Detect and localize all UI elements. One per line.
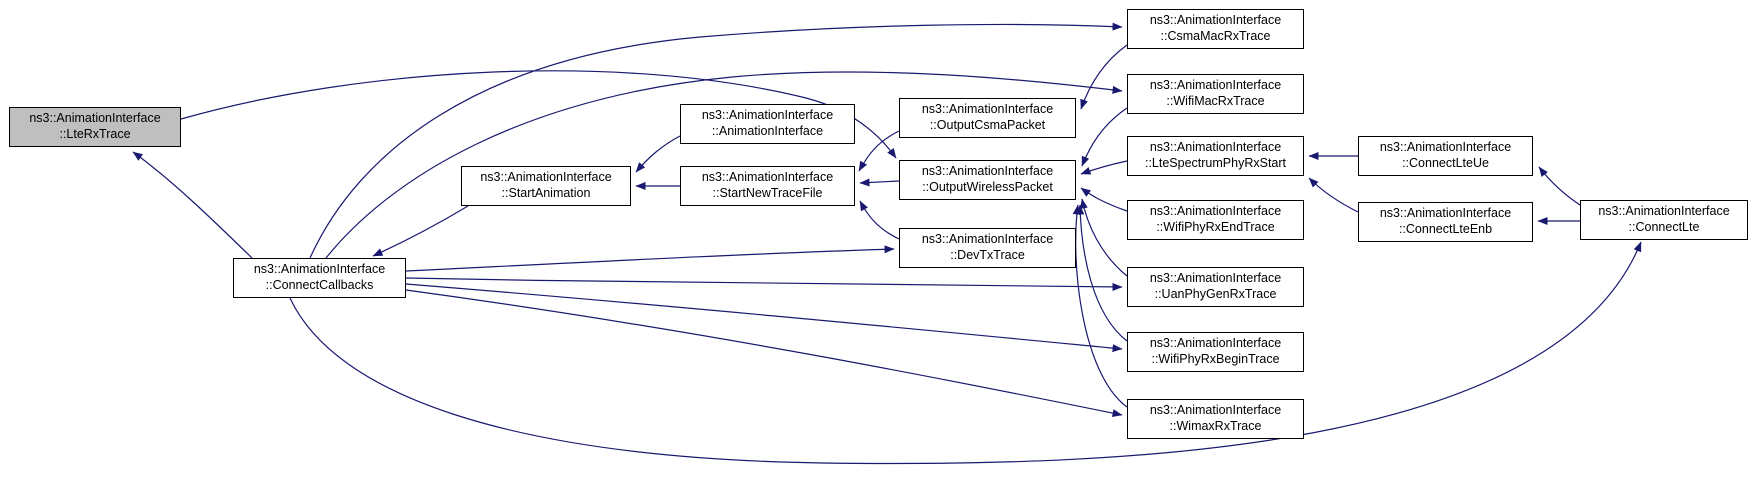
node-label-class: ns3::AnimationInterface	[1379, 140, 1512, 155]
edge-wifi-mac-rx-trace--output-wireless-packet	[1081, 107, 1128, 167]
edge-output-wireless-packet--start-new-trace-file	[859, 178, 900, 187]
node-label-function: ::OutputCsmaPacket	[929, 118, 1046, 132]
node-label-function: ::OutputWirelessPacket	[922, 180, 1053, 194]
node-csma-mac-rx-trace[interactable]: ns3::AnimationInterface::CsmaMacRxTrace	[1127, 9, 1304, 49]
node-label-function: ::WifiMacRxTrace	[1166, 94, 1265, 108]
node-label-function: ::WifiPhyRxEndTrace	[1156, 220, 1275, 234]
node-connect-lte-enb[interactable]: ns3::AnimationInterface::ConnectLteEnb	[1358, 202, 1533, 242]
edge-connect-lte--connect-lte-ue	[1538, 166, 1581, 206]
edge-output-csma-packet--start-new-trace-file	[858, 130, 900, 172]
edge-connect-callbacks--connect-lte	[289, 241, 1642, 465]
node-wimax-rx-trace[interactable]: ns3::AnimationInterface::WimaxRxTrace	[1127, 399, 1304, 439]
node-label-function: ::StartNewTraceFile	[712, 186, 823, 200]
node-label-class: ns3::AnimationInterface	[1149, 403, 1282, 418]
node-label-class: ns3::AnimationInterface	[1149, 271, 1282, 286]
node-connect-callbacks[interactable]: ns3::AnimationInterface::ConnectCallback…	[233, 258, 406, 298]
node-label-function: ::UanPhyGenRxTrace	[1154, 287, 1277, 301]
node-label-function: ::LteSpectrumPhyRxStart	[1144, 156, 1287, 170]
node-animation-interface[interactable]: ns3::AnimationInterface::AnimationInterf…	[680, 104, 855, 144]
node-label-class: ns3::AnimationInterface	[1379, 206, 1512, 221]
node-label-function: ::ConnectCallbacks	[265, 278, 374, 292]
node-lte-spectrum-phy-rx-start[interactable]: ns3::AnimationInterface::LteSpectrumPhyR…	[1127, 136, 1304, 176]
edge-csma-mac-rx-trace--output-csma-packet	[1080, 44, 1128, 110]
node-connect-lte[interactable]: ns3::AnimationInterface::ConnectLte	[1580, 200, 1748, 240]
node-output-wireless-packet[interactable]: ns3::AnimationInterface::OutputWirelessP…	[899, 160, 1076, 200]
node-label-class: ns3::AnimationInterface	[1149, 336, 1282, 351]
node-label-class: ns3::AnimationInterface	[921, 232, 1054, 247]
node-wifi-phy-rx-end-trace[interactable]: ns3::AnimationInterface::WifiPhyRxEndTra…	[1127, 200, 1304, 240]
node-label-function: ::CsmaMacRxTrace	[1160, 29, 1271, 43]
node-label-class: ns3::AnimationInterface	[1149, 140, 1282, 155]
edge-wifi-phy-rx-end-trace--output-wireless-packet	[1080, 187, 1128, 212]
node-connect-lte-ue[interactable]: ns3::AnimationInterface::ConnectLteUe	[1358, 136, 1533, 176]
edge-connect-callbacks--dev-tx-trace	[405, 245, 895, 272]
node-uan-phy-gen-rx-trace[interactable]: ns3::AnimationInterface::UanPhyGenRxTrac…	[1127, 267, 1304, 307]
node-label-function: ::WimaxRxTrace	[1169, 419, 1262, 433]
node-label-class: ns3::AnimationInterface	[29, 111, 161, 126]
edge-wimax-rx-trace--output-wireless-packet	[1072, 204, 1128, 408]
node-label-class: ns3::AnimationInterface	[480, 170, 612, 185]
node-lte-rx-trace: ns3::AnimationInterface::LteRxTrace	[9, 107, 181, 147]
node-start-new-trace-file[interactable]: ns3::AnimationInterface::StartNewTraceFi…	[680, 166, 855, 206]
edge-start-animation--connect-callbacks	[372, 205, 469, 257]
edge-connect-lte-enb--lte-spectrum-phy-rx-start	[1308, 177, 1359, 213]
node-wifi-phy-rx-begin-trace[interactable]: ns3::AnimationInterface::WifiPhyRxBeginT…	[1127, 332, 1304, 372]
edge-connect-callbacks--uan-phy-gen-rx-trace	[405, 277, 1123, 291]
node-wifi-mac-rx-trace[interactable]: ns3::AnimationInterface::WifiMacRxTrace	[1127, 74, 1304, 114]
node-label-class: ns3::AnimationInterface	[1598, 204, 1730, 219]
edge-connect-callbacks--lte-rx-trace	[132, 151, 253, 259]
edge-lte-rx-trace--output-wireless-packet	[180, 70, 897, 159]
node-label-function: ::ConnectLteEnb	[1398, 222, 1493, 236]
edge-connect-callbacks--csma-mac-rx-trace	[309, 22, 1123, 259]
node-label-function: ::AnimationInterface	[711, 124, 824, 138]
node-label-class: ns3::AnimationInterface	[1149, 78, 1282, 93]
node-label-class: ns3::AnimationInterface	[921, 164, 1054, 179]
edge-connect-callbacks--wifi-phy-rx-begin-trace	[405, 283, 1123, 353]
node-label-function: ::StartAnimation	[501, 186, 591, 200]
node-label-function: ::ConnectLte	[1628, 220, 1700, 234]
node-label-class: ns3::AnimationInterface	[701, 108, 834, 123]
node-label-function: ::WifiPhyRxBeginTrace	[1151, 352, 1280, 366]
node-label-function: ::LteRxTrace	[59, 127, 131, 141]
edge-connect-callbacks--wifi-mac-rx-trace	[325, 71, 1123, 259]
edge-connect-callbacks--wimax-rx-trace	[405, 289, 1123, 418]
edge-uan-phy-gen-rx-trace--output-wireless-packet	[1079, 198, 1128, 277]
node-label-class: ns3::AnimationInterface	[921, 102, 1054, 117]
node-output-csma-packet[interactable]: ns3::AnimationInterface::OutputCsmaPacke…	[899, 98, 1076, 138]
edge-lte-spectrum-phy-rx-start--output-wireless-packet	[1080, 160, 1128, 175]
node-label-function: ::ConnectLteUe	[1402, 156, 1489, 170]
node-label-class: ns3::AnimationInterface	[701, 170, 834, 185]
node-dev-tx-trace[interactable]: ns3::AnimationInterface::DevTxTrace	[899, 228, 1076, 268]
node-label-function: ::DevTxTrace	[950, 248, 1025, 262]
node-label-class: ns3::AnimationInterface	[1149, 13, 1282, 28]
edge-dev-tx-trace--start-new-trace-file	[859, 200, 900, 240]
edge-animation-interface--start-animation	[635, 135, 681, 173]
node-label-class: ns3::AnimationInterface	[253, 262, 386, 277]
node-label-class: ns3::AnimationInterface	[1149, 204, 1282, 219]
edge-wifi-phy-rx-begin-trace--output-wireless-packet	[1076, 204, 1128, 342]
node-start-animation[interactable]: ns3::AnimationInterface::StartAnimation	[461, 166, 631, 206]
